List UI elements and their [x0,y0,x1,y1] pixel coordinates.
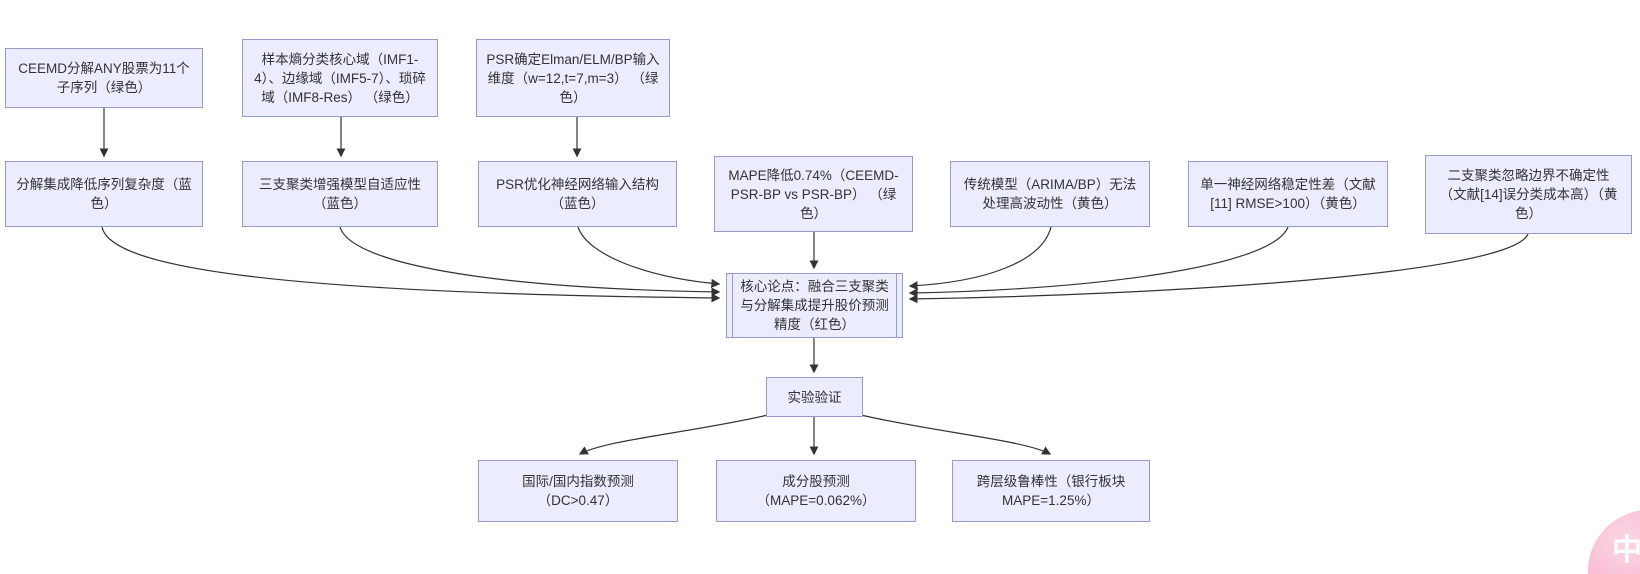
node-psr-dimension: PSR确定Elman/ELM/BP输入维度（w=12,t=7,m=3） （绿色） [476,39,670,117]
node-traditional-model: 传统模型（ARIMA/BP）无法处理高波动性（黄色） [950,161,1150,227]
node-label: PSR优化神经网络输入结构（蓝色） [496,177,659,211]
node-label: 跨层级鲁棒性（银行板块 MAPE=1.25%） [976,474,1126,508]
edge-mid7-core [908,233,1529,304]
node-constituent-forecast: 成分股预测（MAPE=0.062%） [716,460,916,522]
node-cross-level-robust: 跨层级鲁棒性（银行板块 MAPE=1.25%） [952,460,1150,522]
node-label: 二支聚类忽略边界不确定性（文献[14]误分类成本高）（黄色） [1439,168,1618,221]
node-psr-optimize: PSR优化神经网络输入结构（蓝色） [478,161,677,227]
edge-mid6-core [908,226,1289,298]
edge-mid3-core [577,226,721,288]
node-sample-entropy: 样本熵分类核心域（IMF1-4）、边缘域（IMF5-7）、琐碎域（IMF8-Re… [242,39,438,117]
node-label: MAPE降低0.74%（CEEMD-PSR-BP vs PSR-BP） （绿色） [728,167,899,221]
node-label: 国际/国内指数预测（DC>0.47） [522,474,634,508]
edge-mid1-core [101,226,721,303]
translate-float-button[interactable]: 中A [1588,510,1640,574]
edge-verify-bottom1 [578,414,769,455]
node-experiment-verify: 实验验证 [766,377,863,417]
node-label: 单一神经网络稳定性差（文献[11] RMSE>100）（黄色） [1200,177,1376,211]
node-single-nn-unstable: 单一神经网络稳定性差（文献[11] RMSE>100）（黄色） [1188,161,1388,227]
node-label: CEEMD分解ANY股票为11个子序列（绿色） [18,61,190,95]
edge-mid2-core [339,226,721,297]
node-core-thesis: 核心论点：融合三支聚类与分解集成提升股价预测精度（红色） [726,273,903,338]
translate-icon: 中A [1612,534,1640,567]
node-three-way-adaptive: 三支聚类增强模型自适应性（蓝色） [242,161,438,227]
node-index-forecast: 国际/国内指数预测（DC>0.47） [478,460,678,522]
node-label: 实验验证 [787,389,842,405]
node-label: 样本熵分类核心域（IMF1-4）、边缘域（IMF5-7）、琐碎域（IMF8-Re… [254,51,426,105]
node-label: 传统模型（ARIMA/BP）无法处理高波动性（黄色） [963,177,1137,211]
node-label: 三支聚类增强模型自适应性（蓝色） [259,177,421,211]
edge-verify-bottom3 [860,414,1052,455]
node-mape-reduce: MAPE降低0.74%（CEEMD-PSR-BP vs PSR-BP） （绿色） [714,156,913,232]
node-ceemd-decompose: CEEMD分解ANY股票为11个子序列（绿色） [5,48,203,108]
edge-mid5-core [908,226,1052,291]
node-label: 核心论点：融合三支聚类与分解集成提升股价预测精度（红色） [740,279,889,332]
node-decompose-complexity: 分解集成降低序列复杂度（蓝色） [5,161,203,227]
node-two-way-boundary: 二支聚类忽略边界不确定性（文献[14]误分类成本高）（黄色） [1425,155,1632,234]
node-label: 成分股预测（MAPE=0.062%） [756,474,876,508]
node-label: PSR确定Elman/ELM/BP输入维度（w=12,t=7,m=3） （绿色） [486,51,660,105]
node-label: 分解集成降低序列复杂度（蓝色） [16,177,192,211]
